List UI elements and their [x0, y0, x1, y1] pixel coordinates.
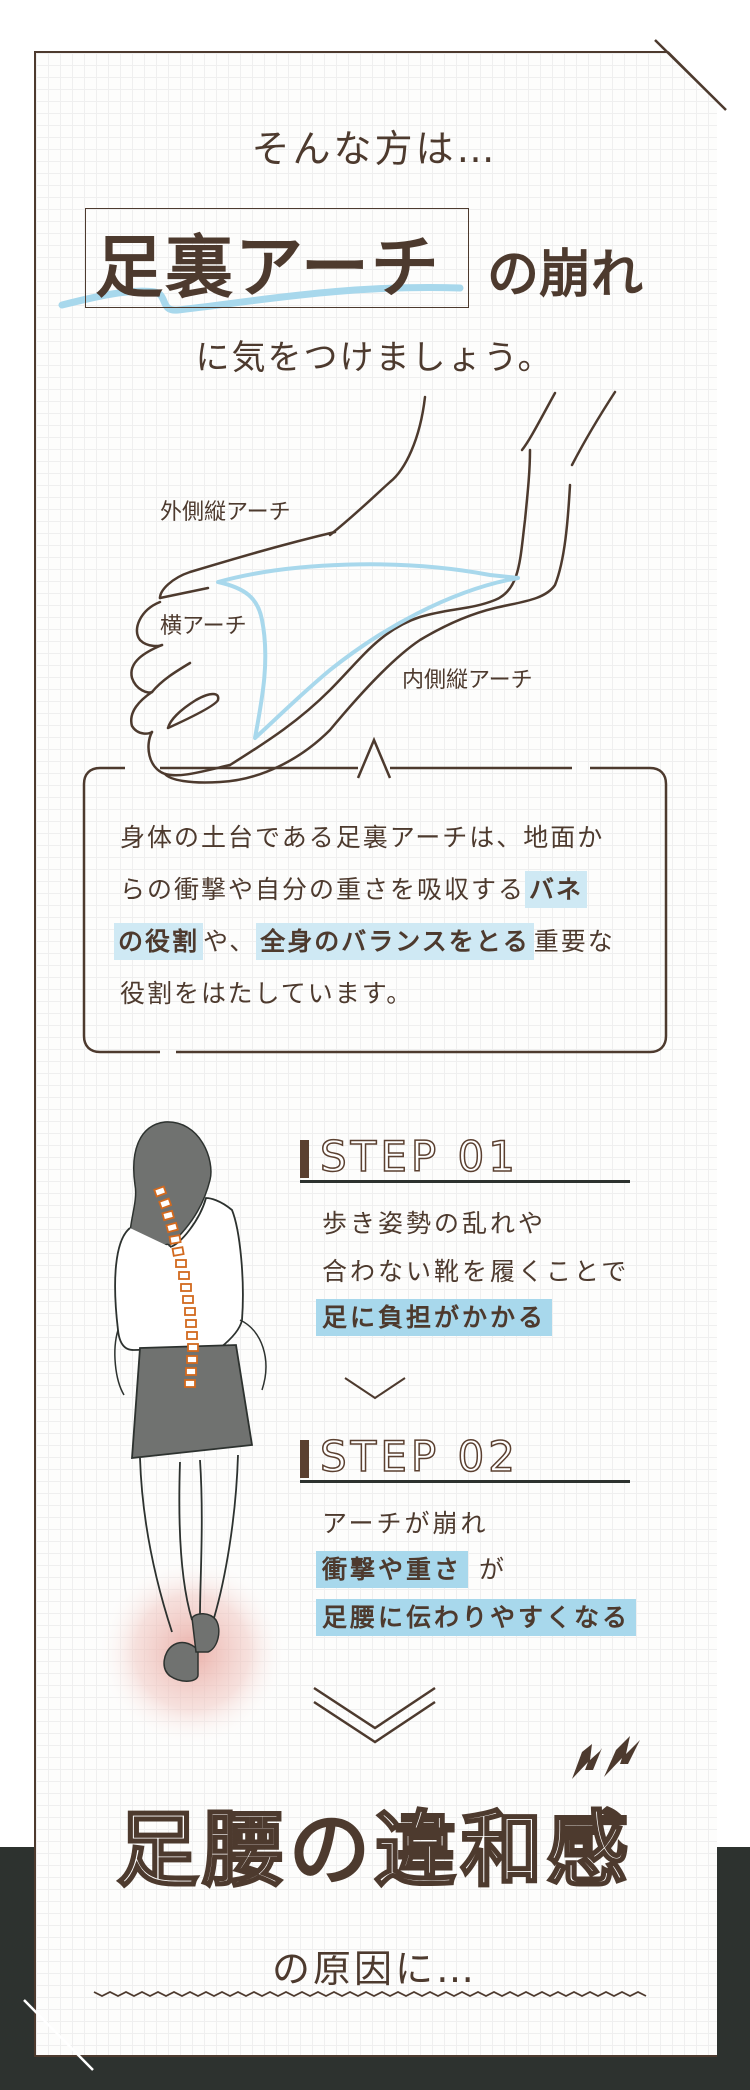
highlight-spring: バネ	[525, 871, 588, 908]
title-frame	[85, 208, 469, 308]
title-highlight: 足裏アーチ	[95, 229, 441, 308]
step-02-after: が	[478, 1555, 507, 1584]
step-01-line-1: 歩き姿勢の乱れや	[322, 1209, 547, 1238]
info-text-span: 重要な	[533, 927, 615, 956]
content-card	[34, 51, 717, 2057]
highlight-balance: 全身のバランスをとる	[256, 923, 534, 960]
info-line-1: 身体の土台である足裏アーチは、地面か	[120, 823, 605, 852]
step-01-header: STEP 01	[300, 1131, 630, 1183]
conclusion-part-1: 足腰	[115, 1802, 289, 1900]
info-paragraph: 身体の土台である足裏アーチは、地面か らの衝撃や自分の重さを吸収するバネ の役割…	[114, 812, 640, 1020]
step-01-line-2: 合わない靴を履くことで	[322, 1257, 630, 1286]
conclusion-part-2: の	[288, 1803, 375, 1898]
step-02-line-1: アーチが崩れ	[322, 1509, 489, 1538]
step-02-highlight-1: 衝撃や重さ	[316, 1551, 469, 1588]
step-marker	[300, 1440, 309, 1478]
label-outer-arch: 外側縦アーチ	[160, 500, 291, 525]
label-inner-arch: 内側縦アーチ	[402, 668, 533, 693]
info-text-span: や、	[203, 927, 257, 956]
info-line-2: らの衝撃や自分の重さを吸収するバネ	[120, 864, 640, 916]
title-suffix: の崩れ	[487, 245, 644, 305]
step-02-header: STEP 02	[300, 1431, 630, 1483]
info-text-span: らの衝撃や自分の重さを吸収する	[120, 875, 526, 904]
conclusion-cause: の原因に…	[271, 1947, 477, 1991]
step-marker	[300, 1140, 309, 1178]
label-transverse-arch: 横アーチ	[160, 614, 247, 639]
conclusion-heading: 足腰の違和感	[34, 1783, 715, 1902]
subtitle: に気をつけましょう。	[195, 338, 554, 378]
conclusion-part-3: 違和感	[373, 1802, 633, 1900]
step-01-highlight: 足に負担がかかる	[316, 1299, 553, 1336]
step-02-title: STEP 02	[319, 1431, 519, 1482]
step-01-title: STEP 01	[319, 1131, 519, 1182]
highlight-role: の役割	[114, 923, 204, 960]
intro-text: そんな方は…	[251, 127, 498, 171]
info-line-4: 役割をはたしています。	[120, 979, 414, 1008]
info-line-3: の役割や、全身のバランスをとる重要な	[114, 916, 640, 968]
step-02-highlight-2: 足腰に伝わりやすくなる	[316, 1599, 637, 1636]
